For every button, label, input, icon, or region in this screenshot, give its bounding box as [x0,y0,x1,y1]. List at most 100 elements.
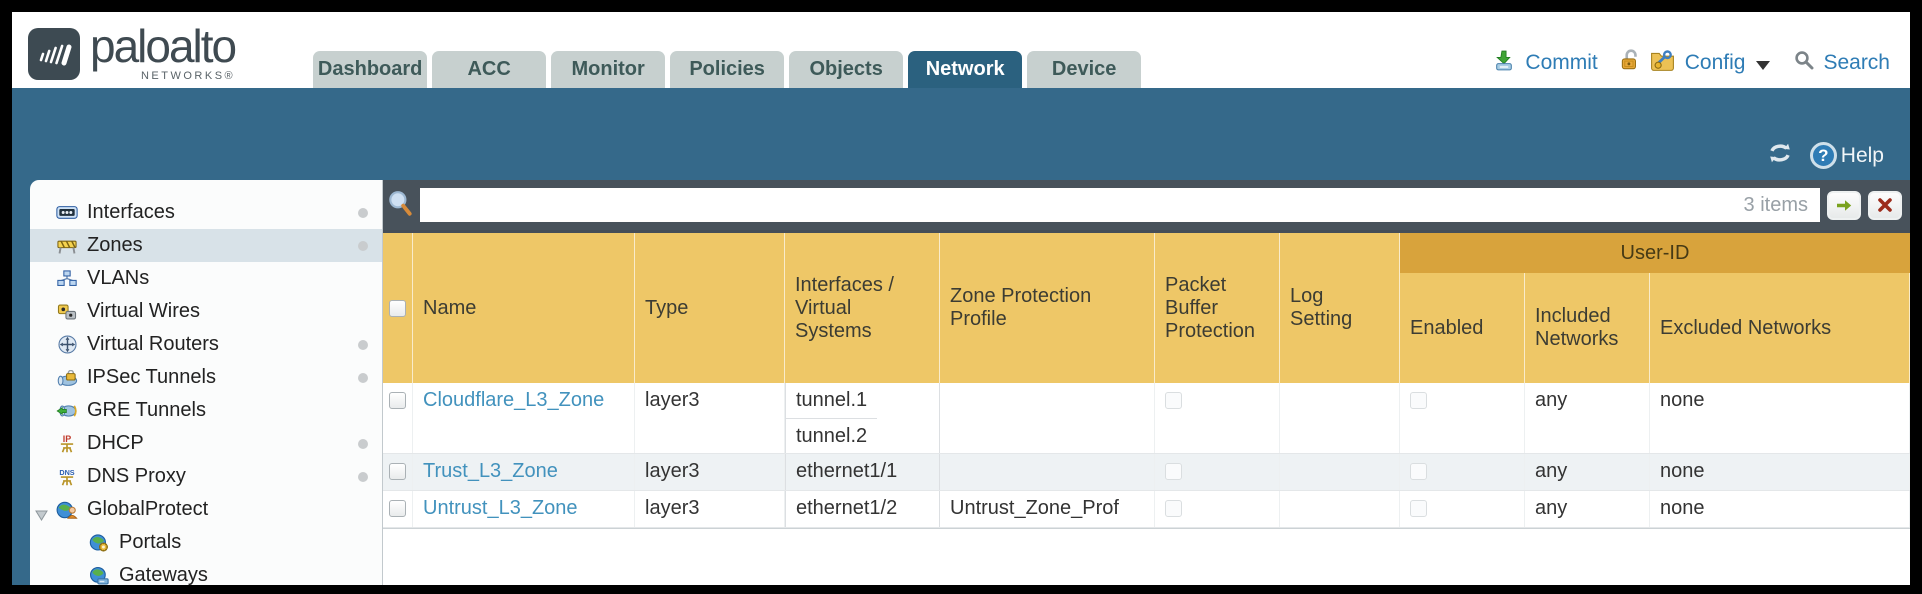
select-all-cell [383,233,413,383]
column-header-enabled[interactable]: Enabled [1400,273,1525,383]
sidebar-item-virtual-wires[interactable]: Virtual Wires [30,295,382,328]
interface-entry: ethernet1/1 [796,460,898,482]
row-checkbox[interactable] [389,500,406,517]
sidebar-item-interfaces[interactable]: Interfaces [30,196,382,229]
included-networks: any [1535,389,1568,411]
sidebar-item-dns-proxy[interactable]: DNS DNS Proxy [30,460,382,493]
sidebar-item-label: Interfaces [87,201,175,223]
column-header-type[interactable]: Type [635,233,785,383]
zones-table: Name Type Interfaces / Virtual Systems Z… [383,230,1910,529]
interfaces-cell: ethernet1/2 [785,491,940,527]
interfaces-cell: ethernet1/1 [785,454,940,490]
interface-entry: ethernet1/2 [796,497,898,519]
tab-network[interactable]: Network [908,51,1023,88]
column-header-excluded-networks[interactable]: Excluded Networks [1650,273,1910,383]
collapse-triangle-icon[interactable] [35,504,48,527]
config-caret-icon[interactable] [1756,60,1771,70]
config-icon[interactable] [1649,48,1676,78]
sidebar-item-label: VLANs [87,267,150,289]
clear-filter-button[interactable] [1868,190,1902,220]
portals-icon [86,533,112,552]
ipsec-tunnels-icon [54,369,80,386]
nav-dot [358,240,368,251]
commit-icon[interactable] [1492,49,1516,78]
panos-webui: paloalto NETWORKS® Dashboard ACC Monitor… [12,12,1910,585]
network-sidebar: Interfaces Zones VLANs Virtua [30,180,383,585]
tab-dashboard[interactable]: Dashboard [313,51,428,88]
row-checkbox[interactable] [389,392,406,409]
zone-name-link[interactable]: Untrust_L3_Zone [423,497,578,519]
column-header-included-networks[interactable]: Included Networks [1525,273,1650,383]
apply-filter-button[interactable] [1827,190,1861,220]
tab-objects[interactable]: Objects [789,51,904,88]
help-label: Help [1840,143,1884,167]
config-button[interactable]: Config [1684,51,1746,74]
zones-icon [54,238,80,254]
top-actions: Commit Config [1492,48,1890,78]
column-header-name[interactable]: Name [413,233,635,383]
dhcp-icon: IP [54,434,80,453]
search-button[interactable]: Search [1823,51,1890,74]
sidebar-item-gateways[interactable]: Gateways [30,559,382,585]
tab-acc[interactable]: ACC [432,51,547,88]
sidebar-item-label: GlobalProtect [87,498,209,520]
brand-name: paloalto [90,20,237,73]
sidebar-item-portals[interactable]: Portals [30,526,382,559]
svg-text:DNS: DNS [59,468,74,477]
column-header-packet-buffer-protection[interactable]: Packet Buffer Protection [1155,233,1280,383]
item-count: 3 items [1743,193,1808,216]
sidebar-item-gre-tunnels[interactable]: GRE Tunnels [30,394,382,427]
select-all-checkbox[interactable] [389,299,406,317]
interface-entry: tunnel.2 [786,418,878,453]
help-button[interactable]: ? Help [1809,142,1884,169]
sidebar-item-ipsec-tunnels[interactable]: IPSec Tunnels [30,361,382,394]
globalprotect-icon [54,501,80,519]
virtual-wires-icon [54,304,80,320]
interfaces-icon [54,205,80,221]
left-gutter [12,180,30,585]
search-icon[interactable] [1794,50,1814,76]
excluded-networks: none [1660,389,1705,411]
zone-type: layer3 [645,460,700,482]
filter-input[interactable]: 3 items [420,188,1820,222]
refresh-icon[interactable] [1766,141,1794,170]
table-row-cloudflare-l3-zone: Cloudflare_L3_Zone layer3 tunnel.1 tunne… [383,383,1910,454]
zone-name-link[interactable]: Trust_L3_Zone [423,460,558,482]
row-select-cell [383,383,413,453]
sidebar-item-vlans[interactable]: VLANs [30,262,382,295]
zone-type: layer3 [645,497,700,519]
column-header-zone-protection-profile[interactable]: Zone Protection Profile [940,233,1155,383]
table-row-untrust-l3-zone: Untrust_L3_Zone layer3 ethernet1/2 Untru… [383,491,1910,528]
table-row-trust-l3-zone: Trust_L3_Zone layer3 ethernet1/1 any non… [383,454,1910,491]
sidebar-item-globalprotect[interactable]: GlobalProtect [30,493,382,526]
lock-icon[interactable] [1620,48,1640,78]
column-header-interfaces[interactable]: Interfaces / Virtual Systems [785,233,940,383]
zone-type: layer3 [645,389,700,411]
row-checkbox[interactable] [389,463,406,480]
virtual-routers-icon [54,335,80,354]
user-id-enabled-checkbox [1410,500,1427,517]
gateways-icon [86,566,112,585]
packet-buffer-protection-checkbox [1165,463,1182,480]
zone-name-link[interactable]: Cloudflare_L3_Zone [423,389,605,411]
sidebar-item-label: Portals [119,531,182,553]
excluded-networks: none [1660,460,1705,482]
sidebar-item-zones[interactable]: Zones [30,229,382,262]
nav-dot [358,438,368,449]
sidebar-item-virtual-routers[interactable]: Virtual Routers [30,328,382,361]
paloalto-logo: paloalto NETWORKS® [28,20,237,82]
nav-dot [358,372,368,383]
zone-protection-profile: Untrust_Zone_Prof [950,497,1119,519]
dns-proxy-icon: DNS [54,467,80,486]
filter-magnifier-icon[interactable] [387,189,413,222]
gre-tunnels-icon [54,403,80,419]
tab-device[interactable]: Device [1027,51,1142,88]
user-id-column-group: User-ID Enabled Included Networks Exclud… [1400,233,1910,383]
column-header-log-setting[interactable]: Log Setting [1280,233,1400,383]
sidebar-item-dhcp[interactable]: IP DHCP [30,427,382,460]
tab-monitor[interactable]: Monitor [551,51,666,88]
tab-policies[interactable]: Policies [670,51,785,88]
commit-button[interactable]: Commit [1525,51,1598,74]
filter-bar: 3 items [383,180,1910,230]
user-id-group-header: User-ID [1400,233,1910,273]
